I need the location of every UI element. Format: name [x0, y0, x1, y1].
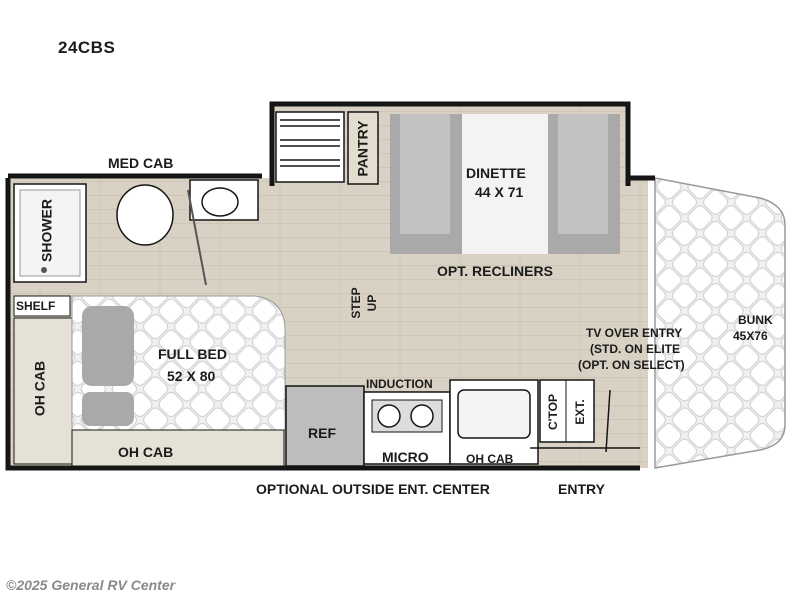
dinette-size-label: 44 X 71: [475, 184, 524, 200]
bedroom: [13, 295, 286, 467]
full-bed-label: FULL BED: [158, 346, 227, 362]
tv-over-entry-label: TV OVER ENTRY: [586, 326, 683, 340]
ref-label: REF: [308, 425, 336, 441]
tv-opt-select-label: (OPT. ON SELECT): [578, 358, 685, 372]
outer-walls: [5, 101, 655, 471]
pantry-label: PANTRY: [354, 120, 371, 177]
galley: [285, 379, 640, 467]
step-up-label-1: STEP: [349, 287, 363, 319]
med-cab-label: MED CAB: [108, 155, 174, 171]
bunk: [654, 177, 786, 469]
oh-cab-side-label: OH CAB: [31, 360, 48, 417]
model-name: 24CBS: [58, 38, 116, 57]
step-up-label-2: UP: [365, 294, 379, 312]
dinette-label: DINETTE: [466, 165, 526, 181]
induction-label: INDUCTION: [366, 377, 433, 391]
bunk-label: BUNK: [738, 313, 773, 327]
shelf-label: SHELF: [16, 299, 56, 313]
tv-std-elite-label: (STD. ON ELITE: [590, 342, 680, 356]
pantry-shelves: [275, 111, 379, 185]
opt-recliners-label: OPT. RECLINERS: [437, 263, 553, 279]
outside-ent-center-label: OPTIONAL OUTSIDE ENT. CENTER: [256, 481, 490, 497]
dinette-furniture: [390, 114, 620, 254]
ctop-ext-label-2: EXT.: [573, 399, 587, 425]
oh-cab-bottom-label: OH CAB: [118, 444, 174, 460]
shower-label: SHOWER: [38, 199, 55, 262]
full-bed-size-label: 52 X 80: [167, 368, 216, 384]
micro-label: MICRO: [382, 449, 429, 465]
oh-cab-kitchen-label: OH CAB: [466, 452, 514, 466]
ctop-ext-label-1: C'TOP: [546, 394, 560, 430]
entry-label: ENTRY: [558, 481, 605, 497]
bunk-size-label: 45X76: [733, 329, 768, 343]
watermark: ©2025 General RV Center: [6, 577, 176, 593]
bathroom: [13, 179, 259, 286]
